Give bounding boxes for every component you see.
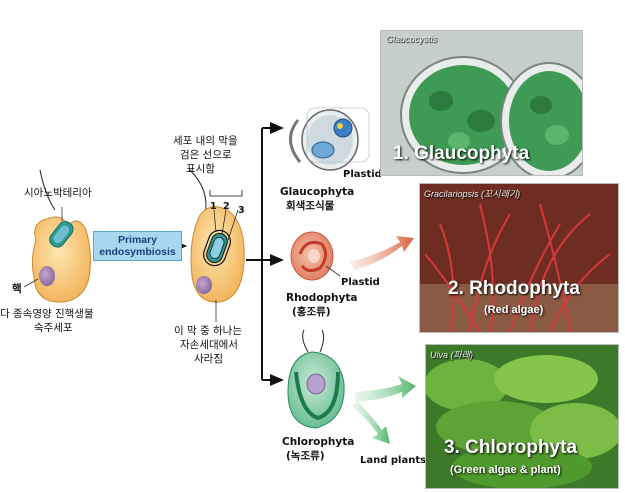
glaucophyte-cell (289, 107, 370, 171)
glaucophyta-title: 1. Glaucophyta (393, 143, 530, 164)
middle-nucleus (196, 276, 212, 294)
rhodophyta-subtitle: (Red algae) (484, 304, 544, 316)
chlorophyta-title: 3. Chlorophyta (444, 437, 578, 458)
rhodophyta-tag: Gracilariopsis (꼬시래기) (424, 189, 521, 199)
rhodophyte-cell (290, 231, 341, 281)
chloro-korean: (녹조류) (286, 450, 325, 462)
membrane-note-line3: 표시함 (186, 163, 215, 175)
branch-arrows (246, 122, 284, 386)
green-algae-arrow (354, 376, 416, 402)
host-label-line1: 다 종속영양 진핵생물 (0, 308, 94, 320)
glauco-korean: 회색조식물 (286, 200, 335, 212)
gracilariopsis-image (420, 184, 618, 332)
glaucophyta-photo: Glaucocystis 1. Glaucophyta (380, 30, 583, 176)
membrane-number-2: 2 (223, 201, 230, 212)
loss-note-line2: 자손세대에서 (180, 339, 238, 351)
rhodophyta-photo: Gracilariopsis (꼬시래기) 2. Rhodophyta (Red… (419, 183, 619, 333)
rhodo-korean: (홍조류) (292, 306, 331, 318)
chlorophyte-cell (287, 329, 345, 429)
left-nucleus (39, 266, 55, 286)
chlorophyta-subtitle: (Green algae & plant) (450, 464, 561, 476)
ulva-image (426, 345, 618, 488)
nucleus-label: 핵 (12, 283, 22, 295)
host-cell (23, 169, 91, 303)
chlorophyta-tag: Ulva (파래) (430, 350, 474, 360)
membrane-number-3: 3 (238, 205, 245, 216)
endosymbiosis-box: Primary endosymbiosis (93, 231, 182, 261)
glauco-plastid-label: Plastid (343, 169, 382, 180)
left-flagellum (39, 169, 56, 211)
chlorophyta-photo: Ulva (파래) 3. Chlorophyta (Green algae & … (425, 344, 619, 489)
membrane-note-line2: 검은 선으로 (180, 149, 232, 161)
membrane-number-1: 1 (210, 201, 217, 212)
red-algae-arrow (350, 236, 414, 270)
loss-note-line3: 사라짐 (194, 353, 223, 365)
rhodophyta-title: 2. Rhodophyta (448, 278, 580, 299)
chloro-name: Chlorophyta (282, 436, 355, 448)
glaucophyta-tag: Glaucocystis (386, 34, 438, 44)
land-plants-arrow (352, 402, 390, 444)
membrane-note-line1: 세포 내의 막을 (173, 135, 238, 147)
glauco-name: Glaucophyta (280, 186, 355, 198)
land-plants-label: Land plants (360, 455, 427, 466)
rhodo-name: Rhodophyta (286, 292, 358, 304)
cyanobacteria-label: 시아노박테리아 (24, 187, 92, 199)
glaucocystis-image (381, 31, 582, 175)
middle-flagellum (189, 169, 207, 216)
endosymbiosis-line1: Primary (117, 234, 158, 246)
loss-note-line1: 이 막 중 하나는 (174, 325, 242, 337)
endosymbiont-cell (189, 169, 245, 322)
rhodo-plastid-label: Plastid (341, 277, 380, 288)
host-label-line2: 숙주세포 (34, 322, 73, 334)
endosymbiosis-line2: endosymbiosis (99, 246, 176, 258)
